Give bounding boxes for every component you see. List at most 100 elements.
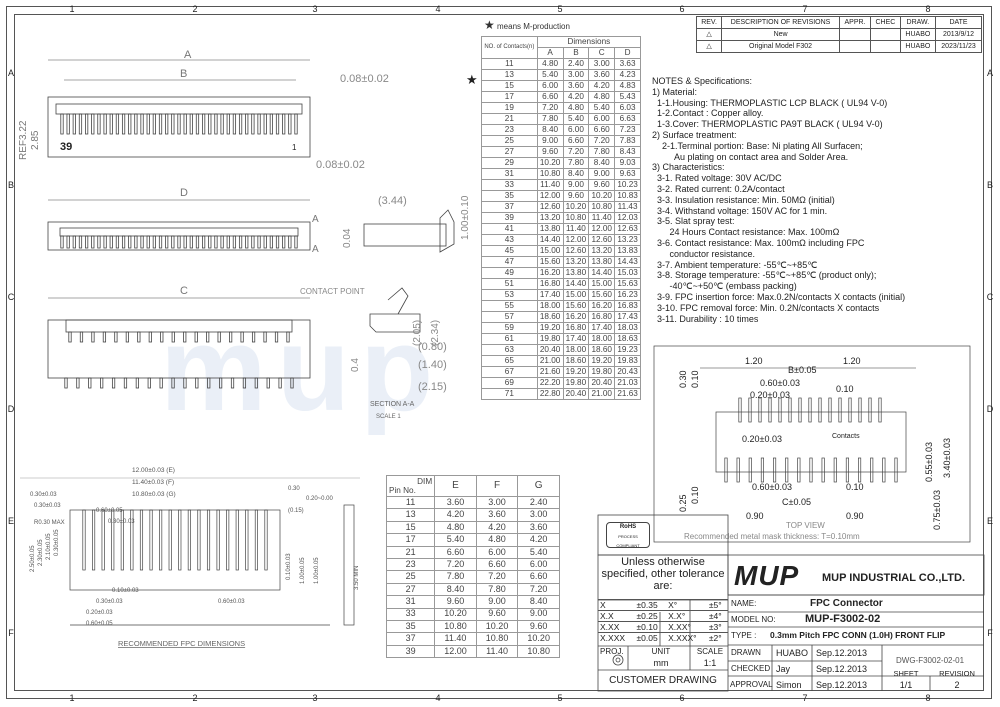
pin — [134, 113, 138, 135]
pin — [183, 331, 187, 343]
fpc-d230: 2.30±0.05 — [38, 539, 44, 566]
pin — [114, 331, 118, 343]
pin — [103, 235, 107, 249]
fpc-d350: 3.50 MIN — [354, 566, 360, 590]
note-line: 3-2. Rated current: 0.2A/contact — [652, 183, 785, 194]
table-cell: ±0.35 — [634, 599, 667, 611]
cell: Original Model F302 — [721, 40, 841, 53]
pin — [91, 331, 95, 343]
dim-label: DIM — [417, 477, 433, 486]
fpc-d100b: 1.00±0.05 — [314, 557, 320, 584]
type-label: TYPE : — [731, 631, 757, 640]
pin — [748, 457, 752, 483]
pin — [128, 235, 132, 249]
pin — [115, 235, 120, 249]
pin — [92, 509, 96, 571]
pin — [809, 457, 813, 483]
pin — [882, 457, 886, 483]
dwg-number: DWG-F3002-02-01 — [896, 656, 965, 665]
note-line: 3-7. Ambient temperature: -55℃~+85℃ — [652, 259, 818, 270]
pins-top — [60, 113, 298, 135]
pin — [140, 113, 144, 135]
table-cell: X.XX — [598, 621, 635, 633]
proj-label: PROJ. — [600, 647, 624, 656]
pin — [878, 397, 882, 423]
pin — [263, 235, 267, 249]
name-label: NAME: — [731, 599, 757, 608]
pin — [257, 235, 261, 249]
mask-c: C±0.05 — [782, 497, 811, 507]
pin — [79, 331, 84, 343]
pin — [171, 377, 175, 389]
sheet-value: 1/1 — [899, 680, 913, 690]
pin — [858, 457, 862, 483]
table-cell: X.XXX° — [666, 632, 707, 643]
pin — [245, 509, 249, 571]
note-line: 3-9. FPC insertion force: Max.0.2N/conta… — [652, 291, 906, 302]
pin — [275, 235, 280, 249]
fpc-d020b: 0.20±0.03 — [86, 610, 113, 616]
pin — [264, 509, 268, 571]
table-cell: 7.83 — [614, 135, 641, 147]
pin — [738, 397, 742, 423]
customer-drawing: CUSTOMER DRAWING — [609, 675, 717, 686]
zone-2-bottom: 2 — [192, 693, 198, 703]
pin — [219, 377, 223, 389]
zone-c: C — [7, 292, 15, 302]
table-cell: ±5° — [706, 599, 728, 611]
mask-d025: 0.25 — [678, 494, 688, 512]
table-cell: 17 — [385, 533, 436, 547]
table-cell: 12.00 — [434, 644, 477, 659]
pin — [187, 509, 191, 571]
pin — [788, 397, 792, 423]
table-cell: 13 — [385, 508, 436, 522]
rev-triangle-icon: △ — [695, 40, 723, 53]
pin — [152, 235, 156, 249]
table-cell: 7.20 — [434, 557, 477, 572]
zone-a-right: A — [986, 68, 993, 78]
table-cell: 10.20 — [475, 619, 519, 634]
table-cell: 3.60 — [517, 520, 560, 535]
fpc-title: RECOMMENDED FPC DIMENSIONS — [118, 639, 245, 648]
zone-c-right: C — [986, 292, 994, 302]
pin — [294, 113, 298, 135]
pin — [278, 377, 282, 389]
pin — [838, 397, 842, 423]
revision-value: 2 — [954, 680, 960, 690]
mask-d120a: 1.20 — [745, 356, 763, 366]
fpc-d060a: 0.60±0.05 — [96, 508, 123, 514]
pin — [266, 377, 270, 389]
zone-b: B — [7, 180, 14, 190]
table-cell: 4.20 — [517, 533, 560, 547]
pin — [202, 235, 206, 249]
table-cell: 10.80 — [517, 644, 560, 659]
pin — [220, 235, 224, 249]
dim-b-label: B — [180, 68, 187, 80]
d080: (0.80) — [418, 341, 447, 353]
model-label: MODEL NO: — [731, 615, 776, 624]
pin — [216, 509, 220, 571]
pin — [165, 235, 169, 249]
pin — [206, 509, 211, 571]
table-cell: 4.80 — [475, 533, 519, 547]
pin — [85, 113, 89, 135]
table-cell: 23 — [385, 557, 436, 572]
pin — [818, 397, 822, 423]
rohs-badge: RoHS PROCESS COMPLIANT — [606, 522, 650, 548]
dim-a-label: A — [184, 49, 192, 61]
pin — [282, 113, 286, 135]
table-cell: 35 — [385, 619, 436, 634]
table-cell: 37 — [385, 632, 436, 646]
zone-7-bottom: 7 — [802, 693, 808, 703]
pin — [282, 235, 286, 249]
pin — [128, 113, 132, 135]
part-name: FPC Connector — [810, 598, 883, 609]
pin — [91, 235, 95, 249]
table-cell: X.XXX — [598, 632, 635, 643]
mask-d010b: 0.10 — [846, 482, 864, 492]
pin — [140, 235, 144, 249]
pin — [797, 457, 801, 483]
